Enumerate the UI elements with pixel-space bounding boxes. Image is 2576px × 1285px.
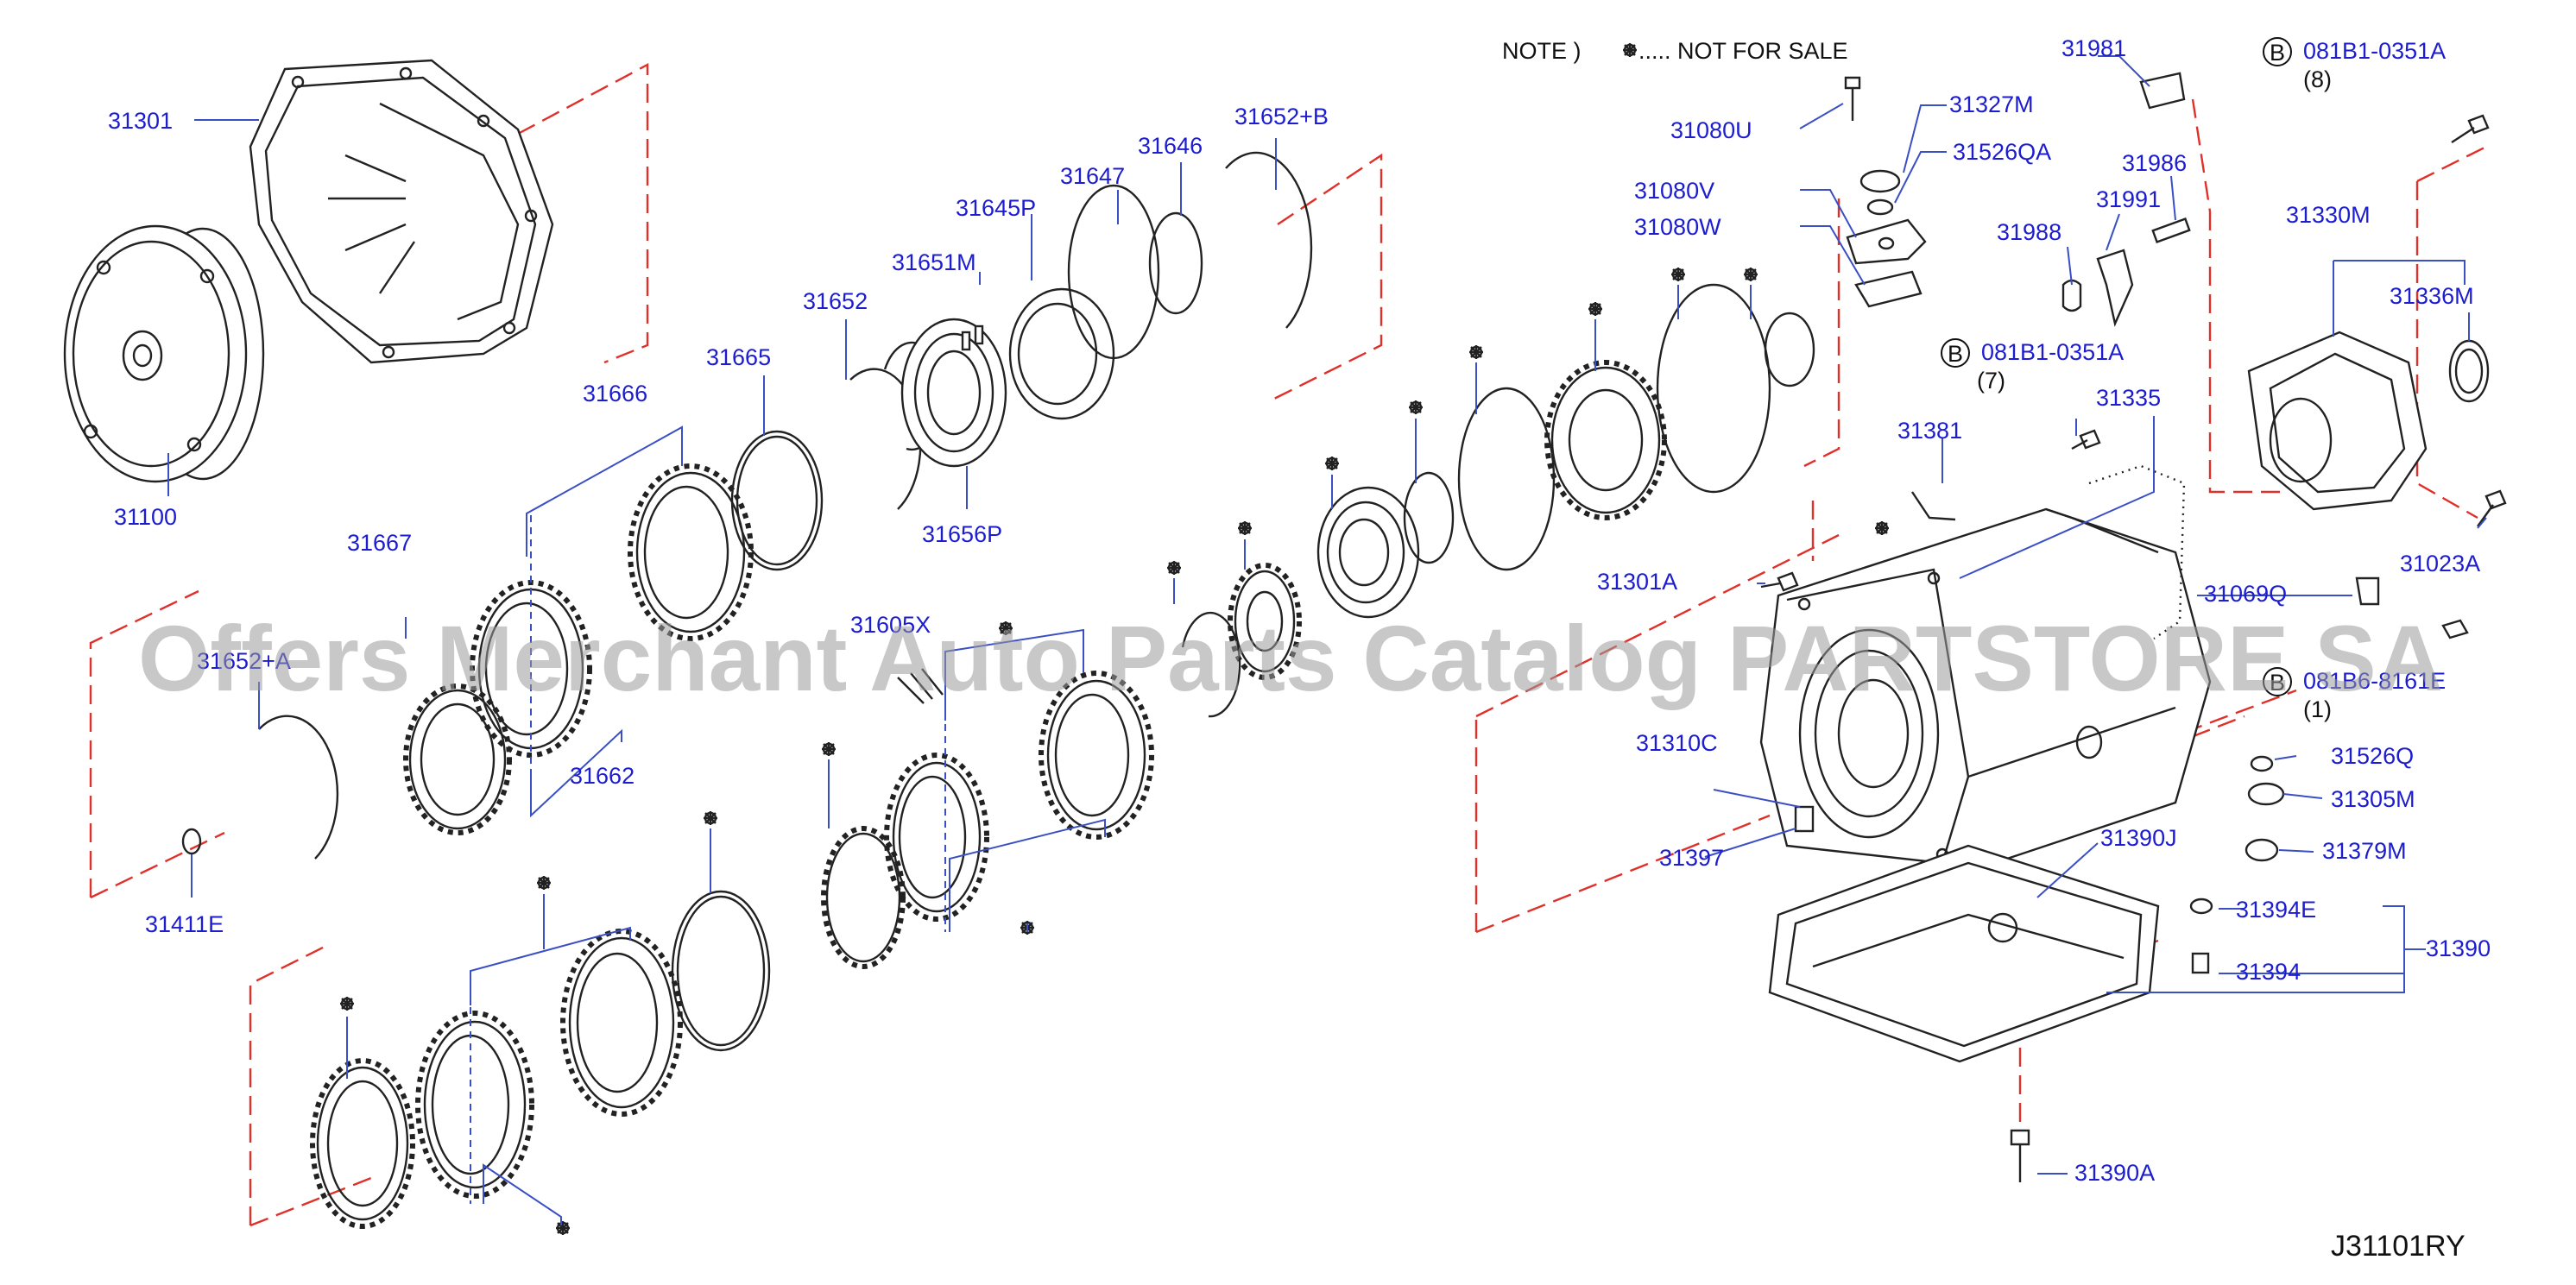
leader-lines [167,55,2487,1225]
label-31667[interactable]: 31667 [347,530,412,556]
asterisk-icon [822,742,836,756]
label-31335[interactable]: 31335 [2096,385,2161,411]
qty-bolt-1: (8) [2303,66,2332,92]
note-suffix: ..... NOT FOR SALE [1638,38,1848,64]
asterisk-icon [556,1221,570,1235]
label-31652B[interactable]: 31652+B [1234,104,1329,129]
asterisk-icon [1167,561,1181,575]
label-31666[interactable]: 31666 [583,381,647,406]
assembly-guide-lines [89,63,2487,1227]
note-prefix: NOTE ) [1502,38,1582,64]
bolt-marker-icon [2263,667,2292,696]
label-31381[interactable]: 31381 [1897,418,1962,444]
label-31305M[interactable]: 31305M [2331,786,2415,812]
label-31397[interactable]: 31397 [1659,845,1724,871]
label-31656P[interactable]: 31656P [922,521,1002,547]
label-31023A[interactable]: 31023A [2400,551,2480,576]
bolt-marker-icon [2263,37,2292,66]
part-labels: NOTE ) ..... NOT FOR SALE 31301 31100 31… [108,35,2491,1263]
label-31526Q[interactable]: 31526Q [2331,743,2414,769]
label-31310C[interactable]: 31310C [1636,730,1718,756]
label-31988[interactable]: 31988 [1997,219,2061,245]
label-bolt-1[interactable]: 081B1-0351A [2303,38,2446,64]
label-31411E[interactable]: 31411E [145,911,224,937]
label-31651M[interactable]: 31651M [892,249,976,275]
label-31652[interactable]: 31652 [803,288,868,314]
label-31327M[interactable]: 31327M [1949,91,2034,117]
label-31080U[interactable]: 31080U [1670,117,1752,143]
oil-pan [1768,844,2160,1063]
asterisk-icon [704,811,717,825]
label-31390J[interactable]: 31390J [2100,825,2177,851]
asterisk-icon [1325,457,1339,470]
label-31981[interactable]: 31981 [2061,35,2126,61]
label-31394[interactable]: 31394 [2236,959,2301,985]
label-31080W[interactable]: 31080W [1634,214,1721,240]
label-31336M[interactable]: 31336M [2390,283,2474,309]
label-31330M[interactable]: 31330M [2286,202,2371,228]
extension-housing [2247,331,2490,511]
diagram-code: J31101RY [2331,1230,2466,1263]
label-31390A[interactable]: 31390A [2074,1160,2155,1186]
not-for-sale-markers [340,43,1889,1235]
label-31526QA[interactable]: 31526QA [1953,139,2051,165]
label-31394E[interactable]: 31394E [2236,897,2316,923]
torque-converter [63,224,265,483]
asterisk-icon [340,997,354,1011]
clutch-pack-upper [403,151,1313,835]
bolt-marker-1: B [2270,40,2285,66]
label-31647[interactable]: 31647 [1060,163,1125,189]
asterisk-icon [1671,268,1685,281]
asterisk-icon [999,621,1013,635]
converter-housing [249,59,554,364]
label-bolt-2[interactable]: 081B1-0351A [1981,339,2124,365]
qty-bolt-3: (1) [2303,696,2332,722]
small-parts [1760,72,2507,1182]
label-31390[interactable]: 31390 [2426,935,2491,961]
label-31991[interactable]: 31991 [2096,186,2161,212]
asterisk-icon [1623,43,1637,57]
label-31301A[interactable]: 31301A [1597,569,1677,595]
asterisk-icon [1744,268,1758,281]
clutch-pack-bottom [310,890,771,1229]
asterisk-icon [1875,521,1889,535]
label-31080V[interactable]: 31080V [1634,178,1714,204]
label-31100[interactable]: 31100 [114,504,177,530]
asterisk-icon [537,876,551,890]
label-31662[interactable]: 31662 [570,763,635,789]
label-31379M[interactable]: 31379M [2322,838,2407,864]
label-31605X[interactable]: 31605X [850,612,931,638]
label-31986[interactable]: 31986 [2122,150,2187,176]
transmission-case [1759,464,2212,873]
qty-bolt-2: (7) [1977,368,2005,394]
clutch-pack-lower [181,283,1815,969]
asterisk-icon [1588,302,1602,316]
label-31646[interactable]: 31646 [1138,133,1203,159]
watermark: Offers Merchant Auto Parts Catalog PARTS… [138,606,2443,710]
bolt-marker-2: B [1948,341,1963,367]
bolt-marker-icon [1941,338,1970,368]
label-31652A[interactable]: 31652+A [197,648,291,674]
label-31069Q[interactable]: 31069Q [2204,581,2287,607]
asterisk-icon [1409,400,1423,414]
label-31645P[interactable]: 31645P [956,195,1036,221]
label-31665[interactable]: 31665 [706,344,771,370]
label-bolt-3[interactable]: 081B6-8161E [2303,668,2446,694]
label-31301[interactable]: 31301 [108,108,173,134]
asterisk-icon [1238,521,1252,535]
bolt-marker-3: B [2270,670,2285,696]
asterisk-icon [1469,345,1483,359]
